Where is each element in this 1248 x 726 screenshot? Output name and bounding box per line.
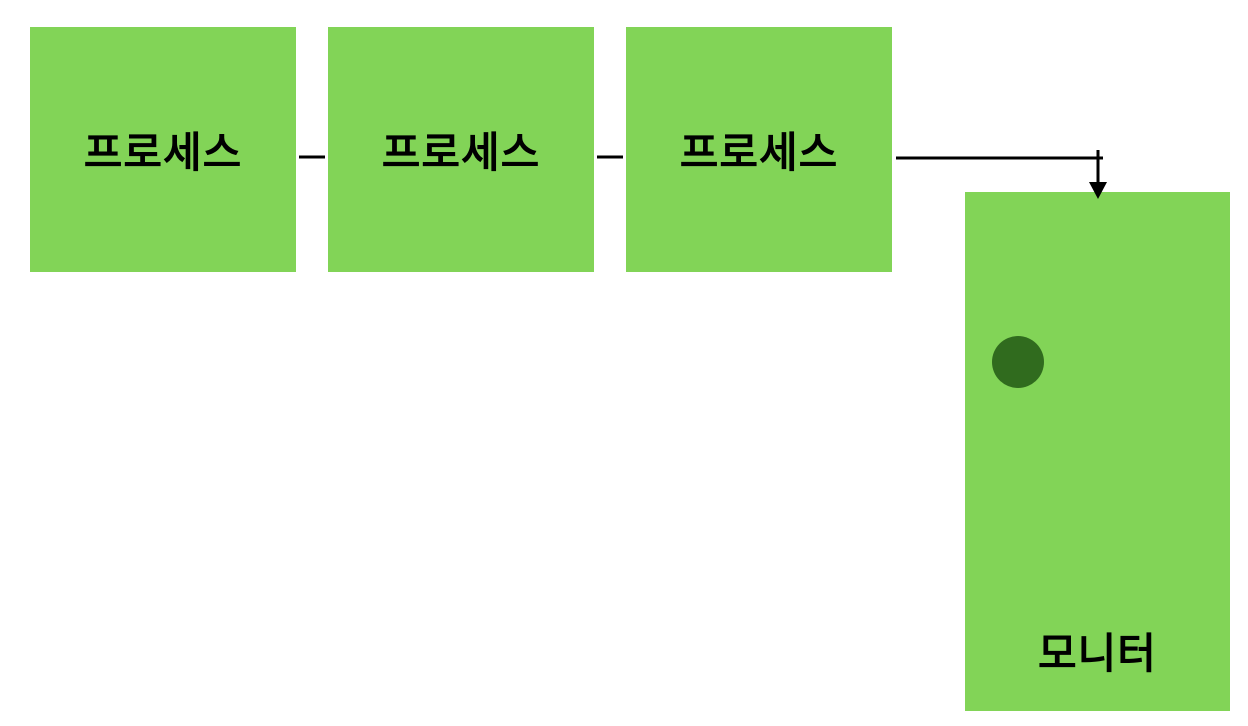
monitor-label: 모니터 <box>1038 629 1157 678</box>
process-box-2: 프로세스 <box>328 27 594 272</box>
status-dot-icon <box>992 336 1044 388</box>
process-label-3: 프로세스 <box>679 128 839 177</box>
process-box-3: 프로세스 <box>626 27 892 272</box>
process-label-1: 프로세스 <box>83 128 243 177</box>
monitor-box: 모니터 <box>965 192 1230 711</box>
process-box-1: 프로세스 <box>30 27 296 272</box>
process-label-2: 프로세스 <box>381 128 541 177</box>
